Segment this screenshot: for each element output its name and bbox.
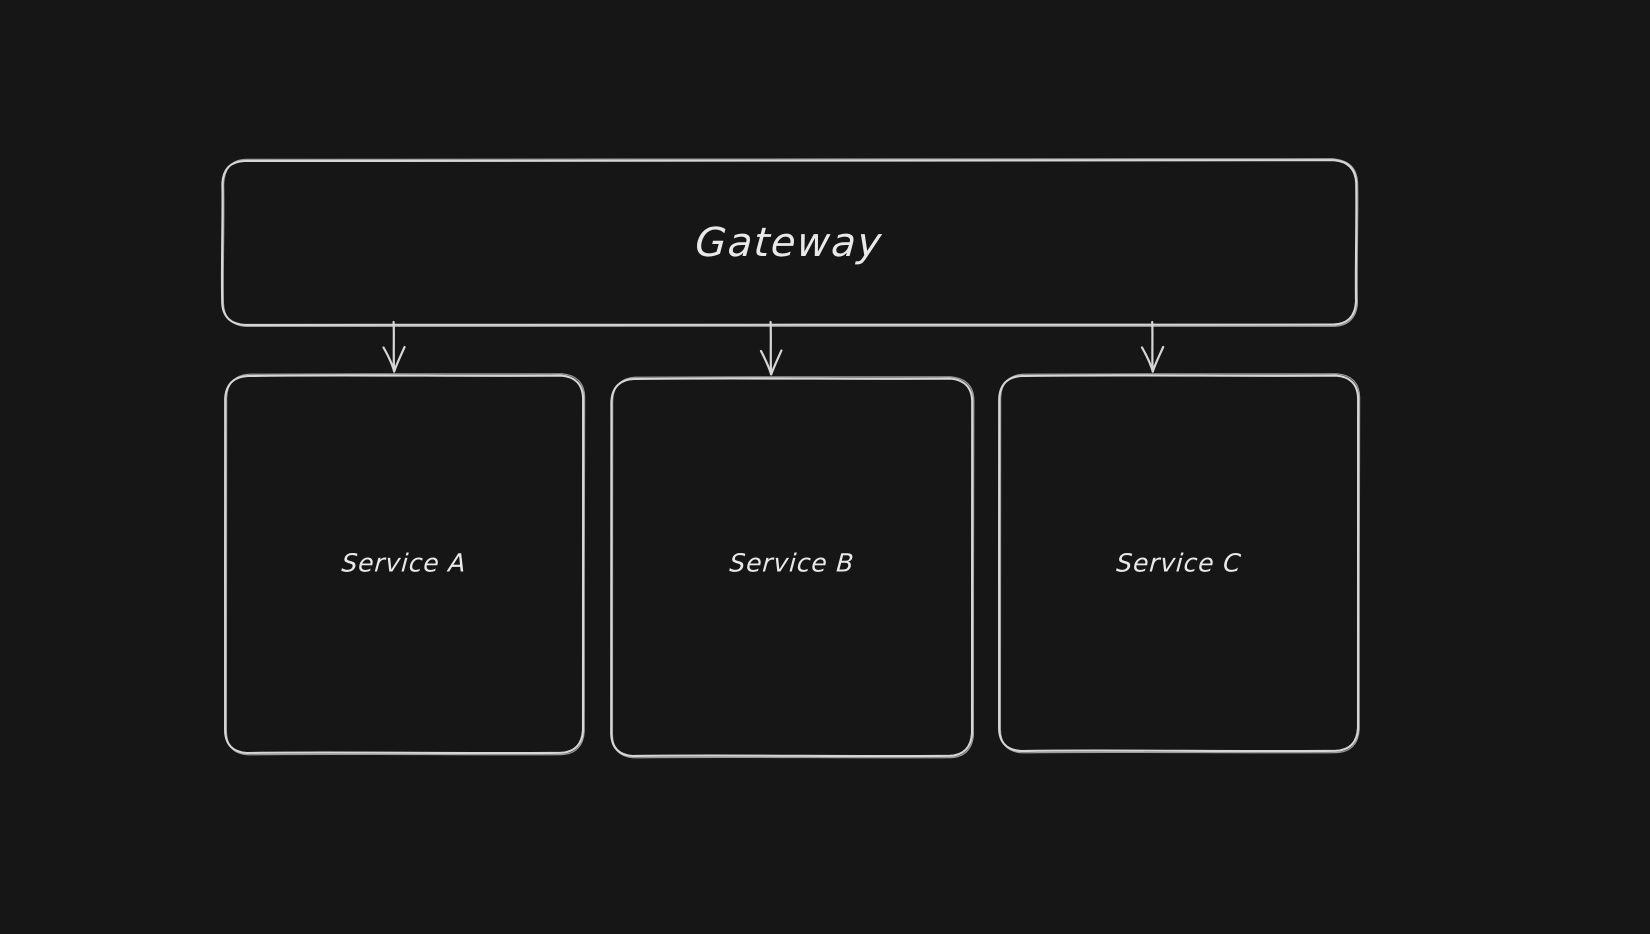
arrowhead-service-a bbox=[382, 345, 406, 373]
service-c-box-outline-second-pass bbox=[999, 373, 1361, 754]
gateway-box-outline-second-pass bbox=[222, 158, 1359, 328]
service-b-box-outline bbox=[609, 377, 974, 758]
node-label-gateway: Gateway bbox=[693, 220, 885, 266]
edge-gateway-to-service-c[interactable] bbox=[1140, 320, 1165, 373]
service-c-box-outline bbox=[997, 374, 1360, 753]
edge-gateway-to-service-b[interactable] bbox=[759, 320, 783, 376]
gateway-box-outline bbox=[220, 159, 1358, 327]
service-a-box-outline-second-pass bbox=[225, 373, 586, 756]
service-b-box-outline-second-pass bbox=[611, 376, 975, 759]
node-service-c[interactable] bbox=[997, 373, 1361, 754]
node-service-b[interactable] bbox=[609, 376, 975, 759]
node-gateway[interactable] bbox=[220, 158, 1359, 328]
node-label-service-c: Service C bbox=[1115, 548, 1243, 578]
service-a-box-outline bbox=[223, 374, 585, 755]
node-label-service-b: Service B bbox=[728, 548, 856, 578]
edge-gateway-to-service-a[interactable] bbox=[382, 320, 406, 373]
arrowhead-service-c bbox=[1140, 345, 1165, 373]
node-label-service-a: Service A bbox=[340, 548, 468, 578]
arrowhead-service-b bbox=[759, 349, 783, 376]
node-service-a[interactable] bbox=[223, 373, 586, 756]
